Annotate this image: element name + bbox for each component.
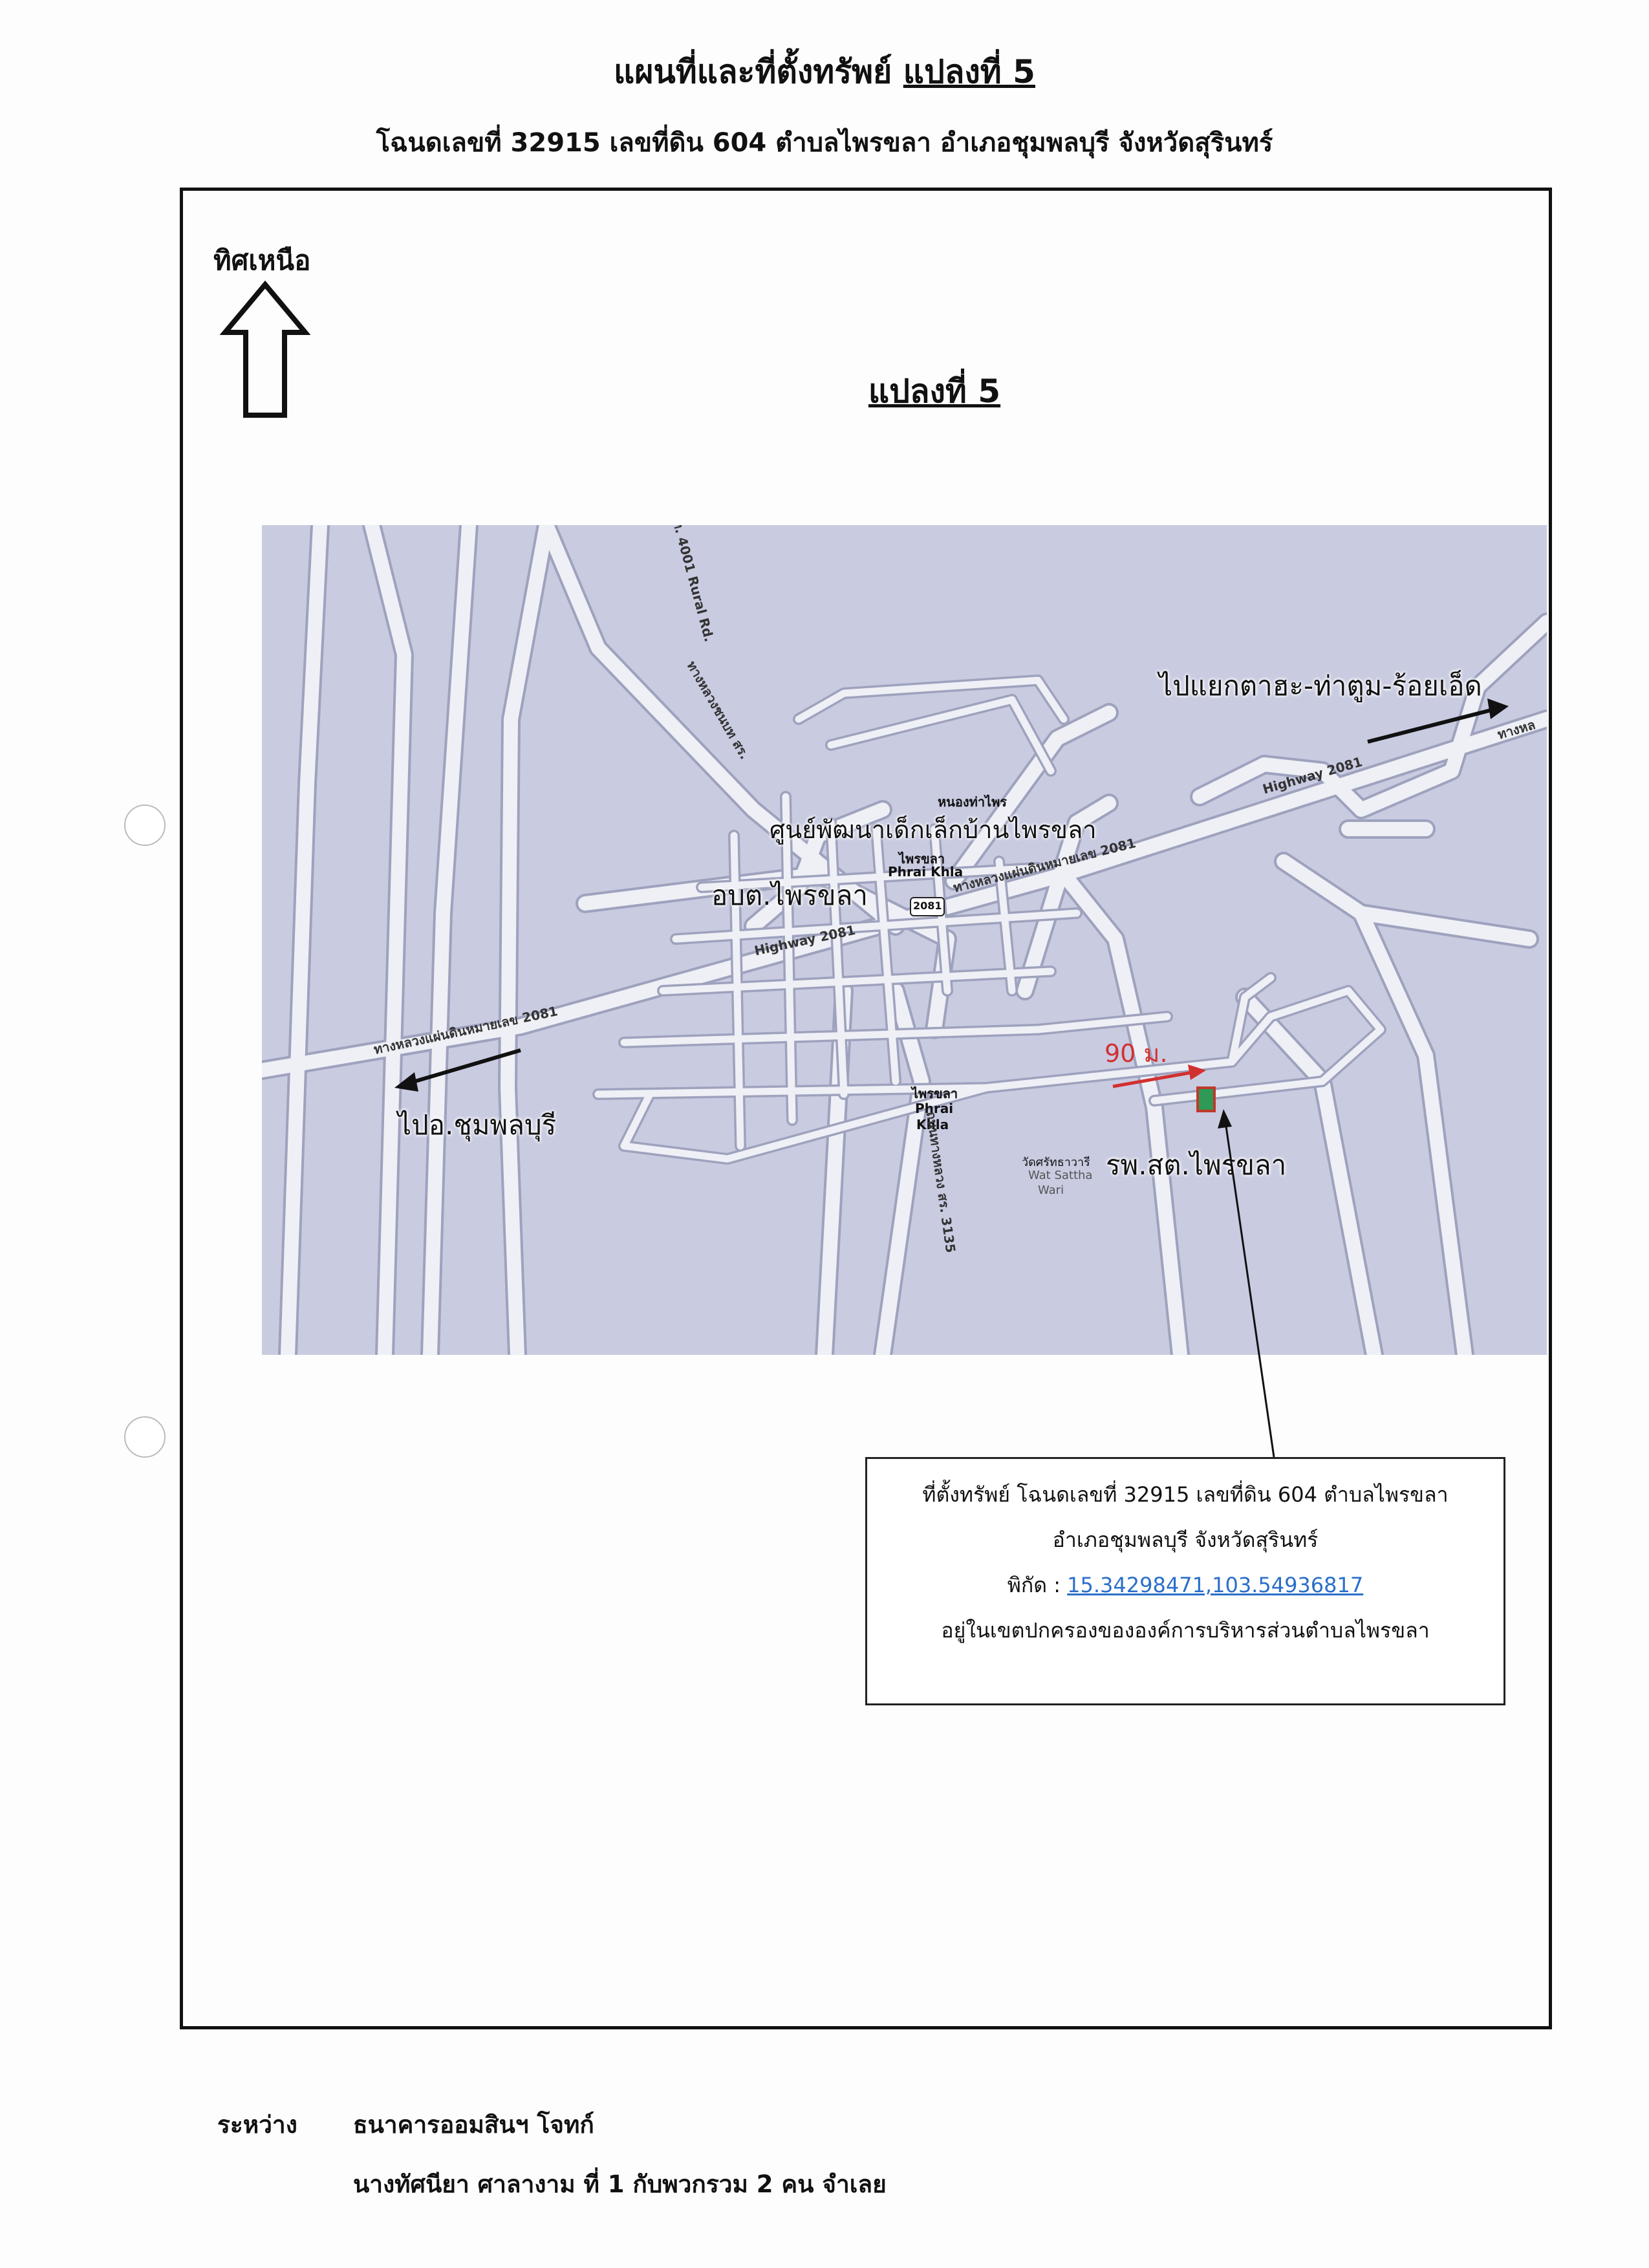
punch-hole-top xyxy=(124,805,166,846)
info-line-2: อำเภอชุมพลบุรี จังหวัดสุรินทร์ xyxy=(1052,1528,1319,1552)
defendant-name: นางทัศนียา ศาลางาม ที่ 1 กับพวกรวม 2 คน … xyxy=(353,2170,887,2198)
document-title-prefix: แผนที่และที่ตั้งทรัพย์ xyxy=(614,53,892,91)
label-distance: 90 ม. xyxy=(1105,1039,1168,1068)
label-child-center: ศูนย์พัฒนาเด็กเล็กบ้านไพรขลา xyxy=(770,815,1097,844)
info-coordinates: พิกัด : 15.34298471,103.54936817 xyxy=(867,1562,1503,1608)
map-frame xyxy=(180,188,1552,2029)
label-to-chumphon: ไปอ.ชุมพลบุรี xyxy=(398,1109,557,1141)
label-phrai-khla-en-2: Phrai xyxy=(915,1101,954,1116)
north-label: ทิศเหนือ xyxy=(213,244,311,276)
info-line-1: ที่ตั้งทรัพย์ โฉนดเลขที่ 32915 เลขที่ดิน… xyxy=(922,1482,1449,1507)
label-wat-en-1: Wat Sattha xyxy=(1028,1169,1093,1182)
document-subtitle: โฉนดเลขที่ 32915 เลขที่ดิน 604 ตำบลไพรขล… xyxy=(376,128,1273,158)
document-title: แผนที่และที่ตั้งทรัพย์ แปลงที่ 5 xyxy=(0,47,1649,98)
label-phrai-khla-th-1: ไพรขลา xyxy=(899,851,945,867)
plaintiff-name: ธนาคารออมสินฯ โจทก์ xyxy=(353,2111,594,2139)
site-marker xyxy=(1196,1086,1216,1112)
north-arrow-icon xyxy=(220,280,310,418)
parties-block: ระหว่าง ธนาคารออมสินฯ โจทก์ นางทัศนียา ศา… xyxy=(217,2095,887,2214)
label-phrai-khla-th-2: ไพรขลา xyxy=(912,1086,958,1101)
location-map[interactable]: ไปแยกตาฮะ-ท่าตูม-ร้อยเอ็ด ไปอ.ชุมพลบุรี … xyxy=(262,525,1547,1355)
coord-label: พิกัด : xyxy=(1007,1573,1061,1597)
label-nong-tha-phrai: หนองท่าไพร xyxy=(938,794,1008,810)
label-wat-th: วัดศรัทธาวารี xyxy=(1022,1156,1090,1169)
punch-hole-bottom xyxy=(124,1416,166,1458)
map-roads xyxy=(262,525,1547,1355)
distance-arrow xyxy=(1112,1064,1206,1088)
between-label: ระหว่าง xyxy=(217,2111,297,2139)
label-phrai-khla-en-1: Phrai Khla xyxy=(888,864,964,880)
label-phrai-khla-en-3: Khla xyxy=(916,1117,949,1132)
plot-title: แปลงที่ 5 xyxy=(868,373,1001,410)
info-line-4: อยู่ในเขตปกครองขององค์การบริหารส่วนตำบลไ… xyxy=(941,1618,1430,1643)
label-to-junction: ไปแยกตาฮะ-ท่าตูม-ร้อยเอ็ด xyxy=(1159,670,1482,702)
label-health-center: รพ.สต.ไพรขลา xyxy=(1106,1149,1287,1181)
label-highway-shield: 2081 xyxy=(913,900,942,912)
label-wat-en-2: Wari xyxy=(1038,1183,1064,1197)
defendant-row: นางทัศนียา ศาลางาม ที่ 1 กับพวกรวม 2 คน … xyxy=(217,2155,887,2214)
label-sao: อบต.ไพรขลา xyxy=(711,880,868,911)
property-info-box: ที่ตั้งทรัพย์ โฉนดเลขที่ 32915 เลขที่ดิน… xyxy=(865,1457,1505,1705)
coord-link[interactable]: 15.34298471,103.54936817 xyxy=(1067,1573,1364,1597)
document-title-plot: แปลงที่ 5 xyxy=(903,53,1035,91)
plaintiff-row: ระหว่าง ธนาคารออมสินฯ โจทก์ xyxy=(217,2095,887,2155)
